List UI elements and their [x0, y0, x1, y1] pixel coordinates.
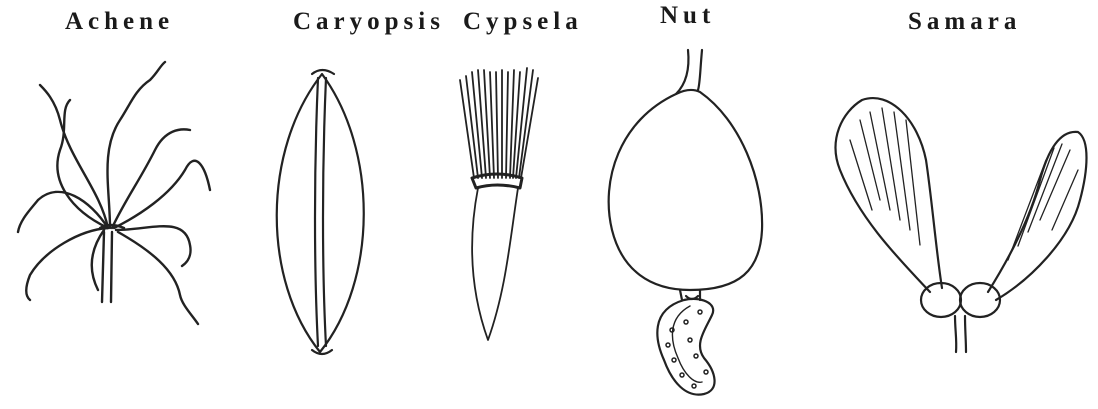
cypsela-illustration: [460, 68, 538, 340]
achene-illustration: [18, 62, 210, 324]
caryopsis-illustration: [277, 70, 364, 354]
samara-illustration: [836, 98, 1087, 352]
nut-illustration: [609, 50, 762, 395]
